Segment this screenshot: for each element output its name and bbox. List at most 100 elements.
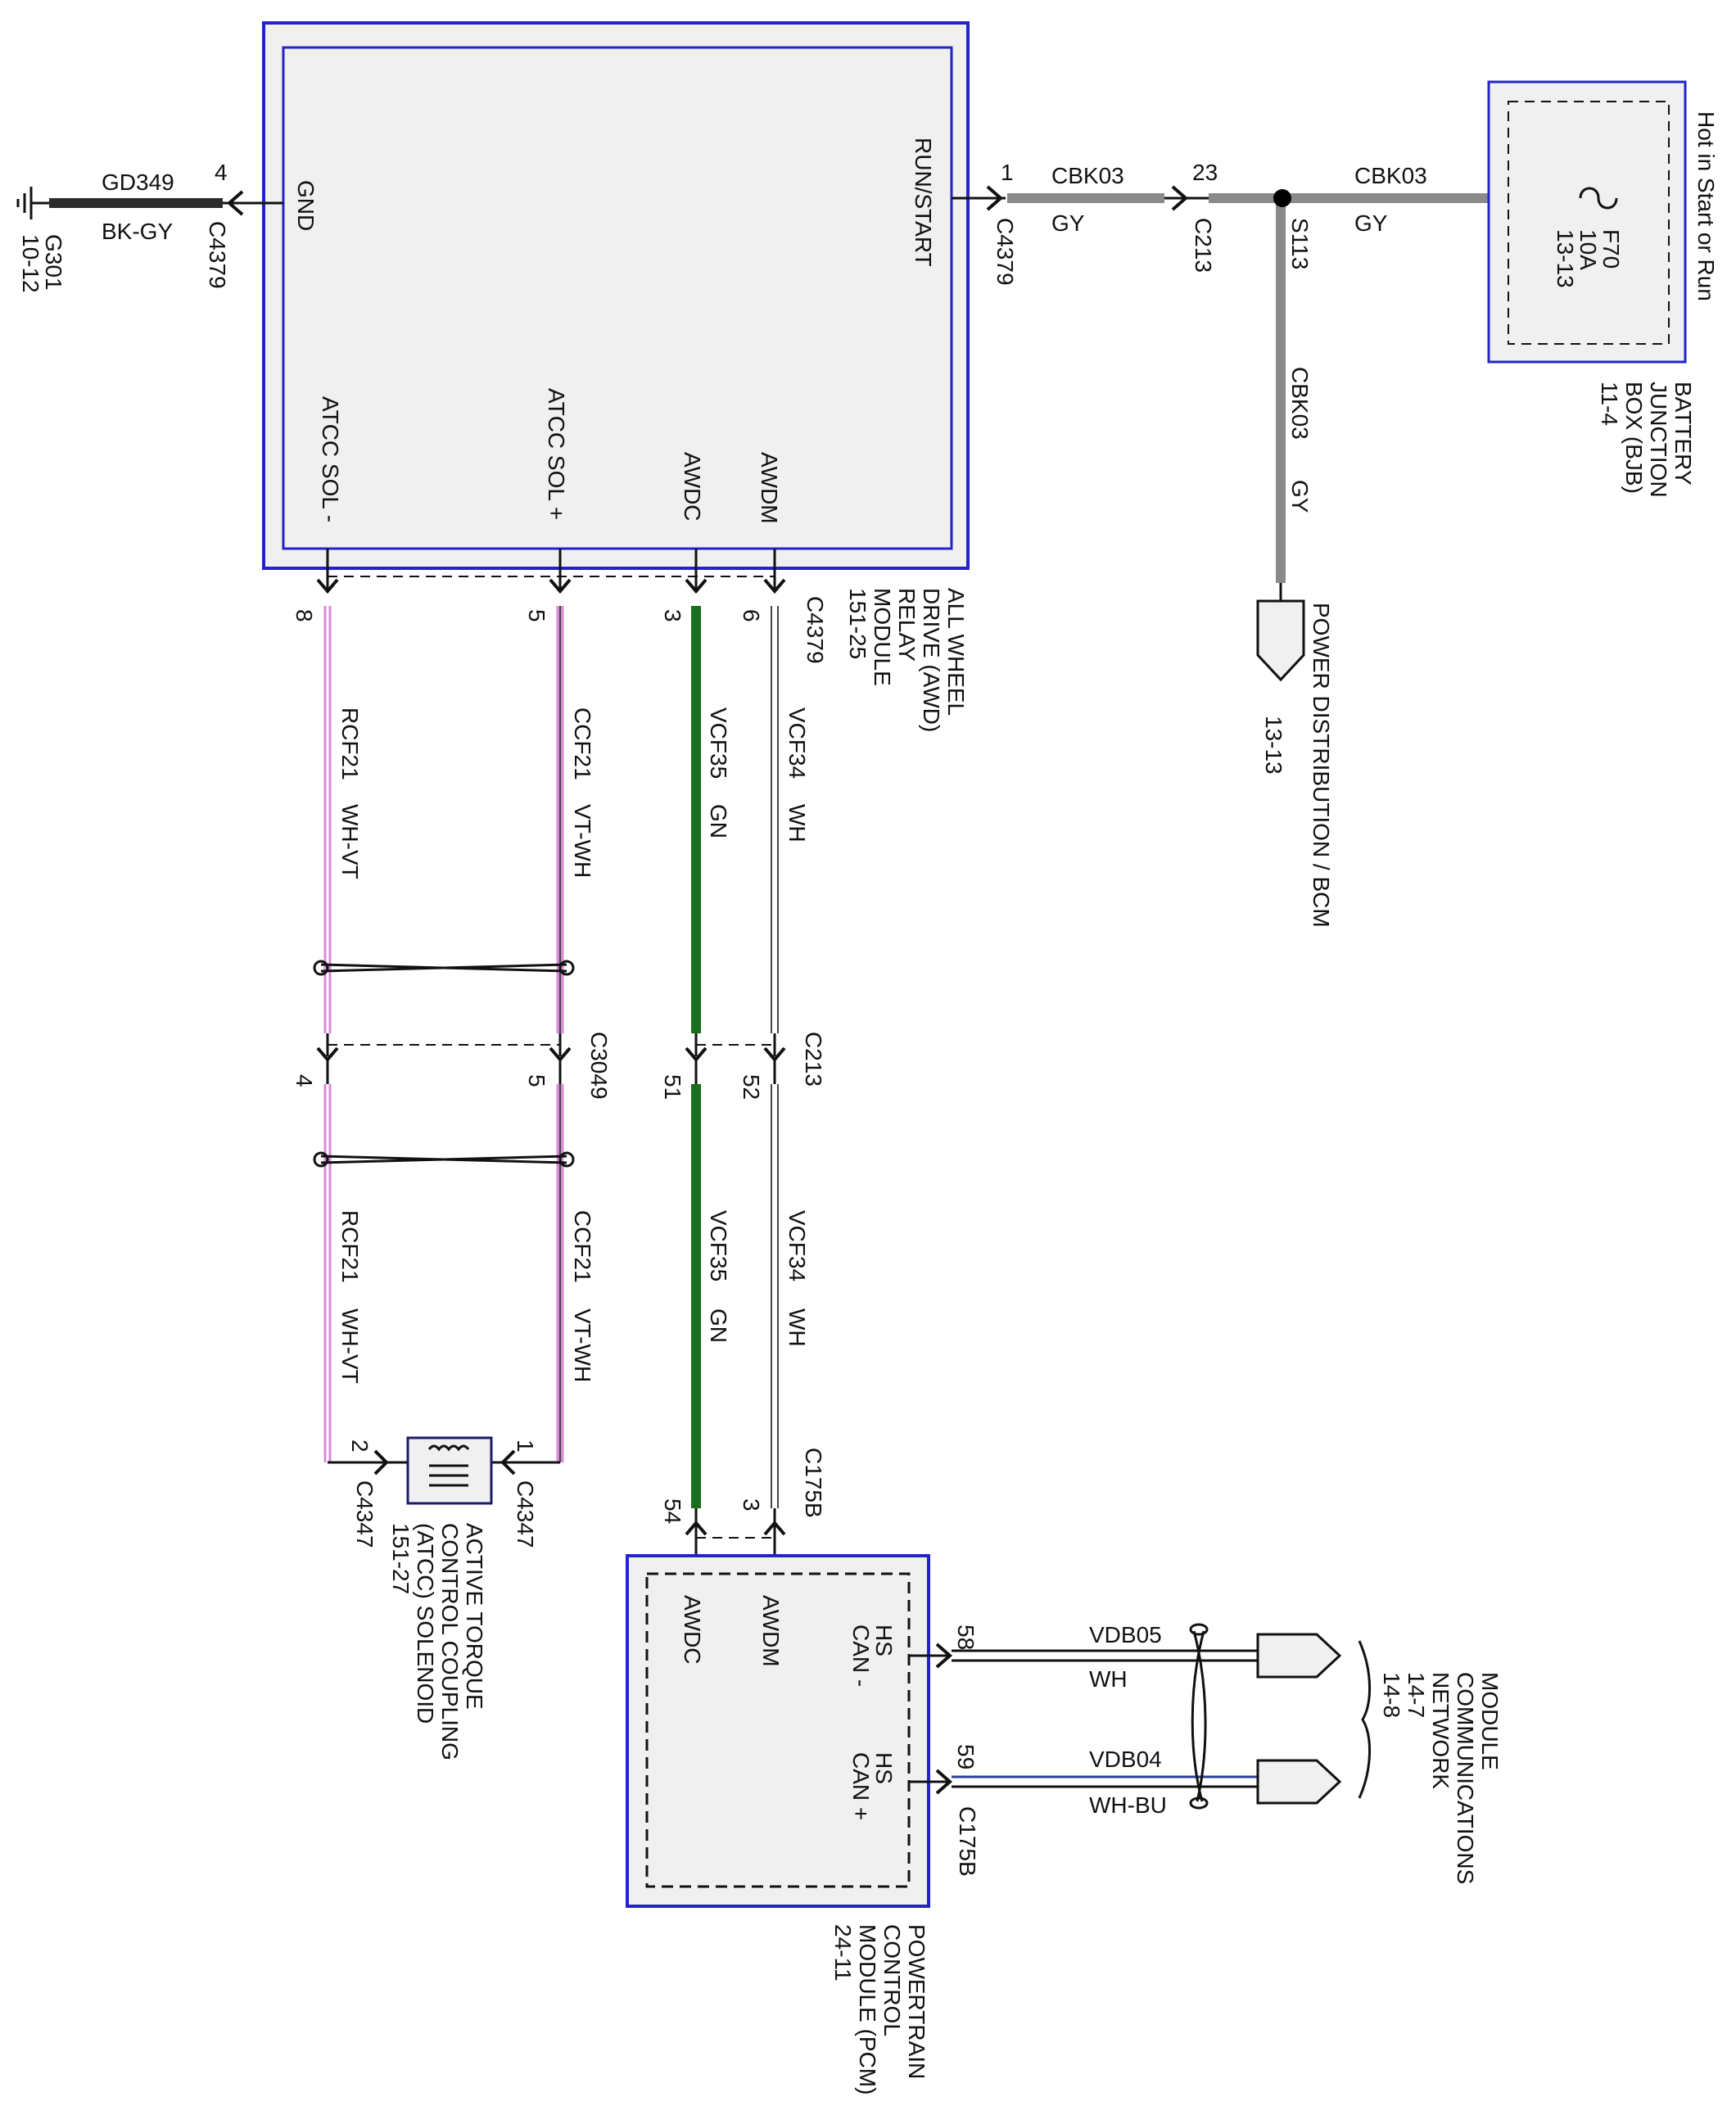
- bjb-label-line-1: BATTERY: [1670, 382, 1696, 486]
- bjb-label: BATTERY JUNCTION BOX (BJB) 11-4: [1597, 382, 1696, 498]
- atcc-label-line-3: (ATCC) SOLENOID: [413, 1523, 438, 1724]
- atcc-label: ACTIVE TORQUE CONTROL COUPLING (ATCC) SO…: [388, 1523, 487, 1760]
- ground-pin-number: 4: [215, 160, 228, 185]
- pcm-label-line-2: CONTROL: [879, 1924, 905, 2036]
- upper-circuit-rcf21: RCF21: [337, 707, 363, 780]
- awd-module-label: ALL WHEEL DRIVE (AWD) RELAY MODULE 151-2…: [845, 588, 969, 732]
- lower-color-gn: GN: [706, 1308, 731, 1343]
- pcm-pin-can-plus: CAN +: [848, 1752, 874, 1820]
- lower-pin-52: 52: [739, 1074, 764, 1100]
- upper-pin-6: 6: [739, 609, 764, 622]
- upper-pin-3: 3: [660, 609, 685, 622]
- run-start-connector: C4379: [992, 218, 1018, 286]
- upper-color-gn: GN: [706, 804, 731, 838]
- ground-circuit-id: GD349: [102, 169, 174, 195]
- power-color-b: GY: [1354, 210, 1388, 236]
- pcm-label: POWERTRAIN CONTROL MODULE (PCM) 24-11: [830, 1924, 929, 2095]
- power-distribution-ref-icon: [1256, 599, 1305, 682]
- power-circuit-b: CBK03: [1354, 163, 1427, 188]
- upper-pin-5: 5: [524, 609, 549, 622]
- can-minus-ref-icon: [1256, 1633, 1342, 1679]
- network-brace-icon: [1358, 1640, 1372, 1799]
- lower-pin-4: 4: [292, 1074, 317, 1087]
- atcc-label-line-4: 151-27: [388, 1523, 414, 1594]
- upper-pin-8: 8: [292, 609, 317, 622]
- mid-connector-c213: C213: [801, 1032, 826, 1087]
- power-distribution-label: POWER DISTRIBUTION / BCM: [1309, 603, 1334, 928]
- can-connector-c175b: C175B: [955, 1806, 980, 1877]
- mid-connector-c3049: C3049: [586, 1032, 612, 1100]
- atcc-label-line-2: CONTROL COUPLING: [437, 1523, 463, 1760]
- bjb-label-line-2: JUNCTION: [1646, 382, 1671, 498]
- awd-relay-module: [262, 21, 970, 570]
- bjb-label-line-3: BOX (BJB): [1621, 382, 1647, 494]
- lower-pin-51: 51: [660, 1074, 685, 1100]
- upper-circuit-vcf35: VCF35: [706, 707, 731, 779]
- lower-circuit-vcf35: VCF35: [706, 1210, 731, 1281]
- power-circuit-a: CBK03: [1051, 163, 1124, 188]
- network-label: MODULE COMMUNICATIONS NETWORK 14-7 14-8: [1379, 1672, 1503, 1884]
- fuse-rating: 10A: [1576, 229, 1601, 270]
- awd-pin-awdc: AWDC: [680, 452, 705, 522]
- awd-label-line-1: ALL WHEEL: [943, 588, 969, 716]
- atcc-pin-2: 2: [347, 1439, 373, 1453]
- pcm-pin-3: 3: [739, 1498, 764, 1512]
- network-label-line-5: 14-8: [1379, 1672, 1404, 1718]
- can-bus-wiring: [909, 1623, 1258, 1810]
- ground-id: G301: [41, 234, 66, 291]
- upper-circuit-ccf21: CCF21: [570, 707, 595, 780]
- power-circuit-c: CBK03: [1287, 367, 1313, 440]
- pcm-pin-54: 54: [660, 1498, 685, 1524]
- network-label-line-4: 14-7: [1404, 1672, 1429, 1718]
- c213-pin-23: 23: [1192, 160, 1218, 185]
- upper-wire-segment: [316, 549, 786, 1056]
- splice-s113: [1273, 189, 1291, 207]
- fuse-f70-icon: [1579, 187, 1618, 210]
- pcm-pin-hs-1: HS: [871, 1625, 897, 1656]
- hot-in-start-or-run: Hot in Start or Run: [1693, 111, 1719, 301]
- c213-connector-top: C213: [1191, 218, 1216, 273]
- network-label-line-2: COMMUNICATIONS: [1453, 1672, 1478, 1884]
- lower-color-wh: WH: [784, 1308, 810, 1347]
- can-plus-ref-icon: [1256, 1759, 1342, 1805]
- bjb-label-line-4: 11-4: [1597, 382, 1622, 426]
- upper-color-wh: WH: [784, 804, 810, 843]
- lower-circuit-vcf34: VCF34: [784, 1210, 810, 1281]
- awd-pin-atcc-sol-minus: ATCC SOL -: [318, 396, 343, 522]
- can-minus-color: WH: [1089, 1666, 1128, 1692]
- lower-pin-5: 5: [524, 1074, 549, 1087]
- can-minus-circuit: VDB05: [1089, 1622, 1162, 1647]
- pcm-connector-c175b-top: C175B: [801, 1448, 826, 1518]
- pcm-pin-awdc: AWDC: [680, 1595, 705, 1665]
- atcc-connector-left: C4347: [352, 1480, 377, 1548]
- upper-color-vt-wh: VT-WH: [570, 804, 595, 878]
- fuse-id: F70: [1598, 229, 1624, 269]
- ground-symbol-icon: [16, 187, 39, 219]
- upper-circuit-vcf34: VCF34: [784, 707, 810, 779]
- awd-label-line-5: 151-25: [845, 588, 870, 659]
- awd-pin-awdm: AWDM: [757, 452, 782, 524]
- can-plus-pin: 59: [953, 1744, 979, 1769]
- pcm-label-line-1: POWERTRAIN: [904, 1924, 929, 2079]
- fuse-page-ref: 13-13: [1553, 229, 1578, 288]
- atcc-label-line-1: ACTIVE TORQUE: [462, 1523, 487, 1710]
- awd-label-line-3: RELAY: [894, 588, 920, 662]
- pcm-pin-can-minus: CAN -: [848, 1625, 874, 1687]
- network-label-line-1: MODULE: [1477, 1672, 1503, 1770]
- pcm-pin-hs-2: HS: [871, 1752, 897, 1784]
- atcc-solenoid-icon: [406, 1436, 493, 1505]
- power-distribution-page: 13-13: [1261, 716, 1286, 775]
- ground-connector-id: C4379: [205, 221, 230, 289]
- power-feed-wiring: [952, 185, 1685, 603]
- run-start-pin: 1: [1001, 160, 1014, 185]
- lower-circuit-ccf21: CCF21: [570, 1210, 595, 1283]
- lower-color-vt-wh: VT-WH: [570, 1308, 595, 1382]
- battery-junction-box: [1487, 80, 1687, 364]
- network-label-line-3: NETWORK: [1428, 1672, 1453, 1789]
- awd-pin-atcc-sol-plus: ATCC SOL +: [544, 388, 569, 520]
- ground-circuit: [39, 190, 283, 216]
- upper-connector-c4379: C4379: [802, 596, 828, 664]
- upper-color-wh-vt: WH-VT: [337, 804, 363, 879]
- lower-wire-segment: [323, 1060, 786, 1556]
